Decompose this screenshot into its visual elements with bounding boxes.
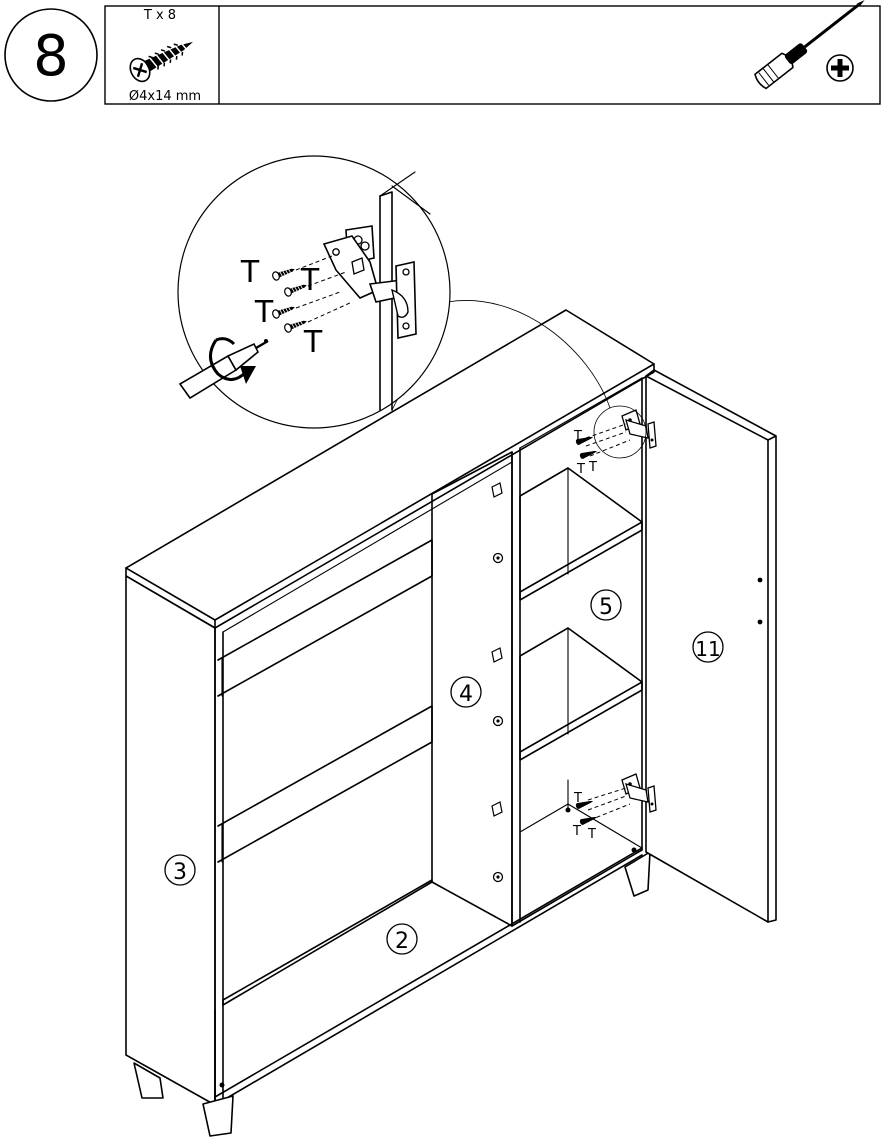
svg-text:T: T	[573, 791, 582, 806]
detail-screwdriver-icon	[178, 339, 269, 400]
svg-text:T: T	[573, 429, 582, 444]
divider-holes	[491, 482, 504, 883]
detail-callout: T T T T	[177, 155, 611, 429]
svg-text:T: T	[254, 295, 274, 330]
part-label-divider-panel: 4	[450, 676, 482, 708]
part-label-door: 11	[692, 631, 724, 663]
svg-text:3: 3	[173, 860, 187, 885]
svg-text:T: T	[587, 827, 596, 842]
leg-front-left	[133, 1062, 164, 1099]
svg-text:4: 4	[459, 682, 473, 707]
side-panel	[125, 575, 216, 1106]
screw-size-label: Ø4x14 mm	[129, 89, 201, 104]
svg-text:5: 5	[599, 595, 613, 620]
part-label-shelf: 5	[590, 589, 622, 621]
phillips-screwdriver-icon	[754, 0, 865, 90]
part-label-side-panel: 3	[164, 854, 196, 886]
svg-text:T: T	[240, 255, 260, 290]
cabinet-hinge-icon	[322, 225, 417, 339]
cabinet	[125, 309, 655, 1137]
bottom-panel-front	[214, 847, 643, 1098]
step-number: 8	[33, 24, 69, 89]
hinge-upper: T T T	[573, 405, 657, 477]
svg-text:2: 2	[395, 929, 409, 954]
step-number-badge: 8	[4, 8, 98, 102]
leg-front-right	[202, 1095, 234, 1137]
svg-text:T: T	[300, 263, 320, 298]
part-label-bottom-panel: 2	[386, 923, 418, 955]
svg-text:T: T	[303, 325, 323, 360]
screw-icon	[129, 41, 193, 83]
hinge-lower: T T T	[572, 773, 657, 842]
svg-text:T: T	[572, 824, 581, 839]
svg-text:T: T	[576, 462, 585, 477]
leg-back-right	[624, 851, 651, 897]
screw-quantity-label: T x 8	[143, 8, 176, 23]
svg-text:11: 11	[695, 637, 720, 661]
parts-box: T x 8 Ø4x14 mm	[104, 0, 881, 105]
clockwise-rotate-arrow-icon	[209, 337, 256, 384]
svg-text:T: T	[588, 460, 597, 475]
